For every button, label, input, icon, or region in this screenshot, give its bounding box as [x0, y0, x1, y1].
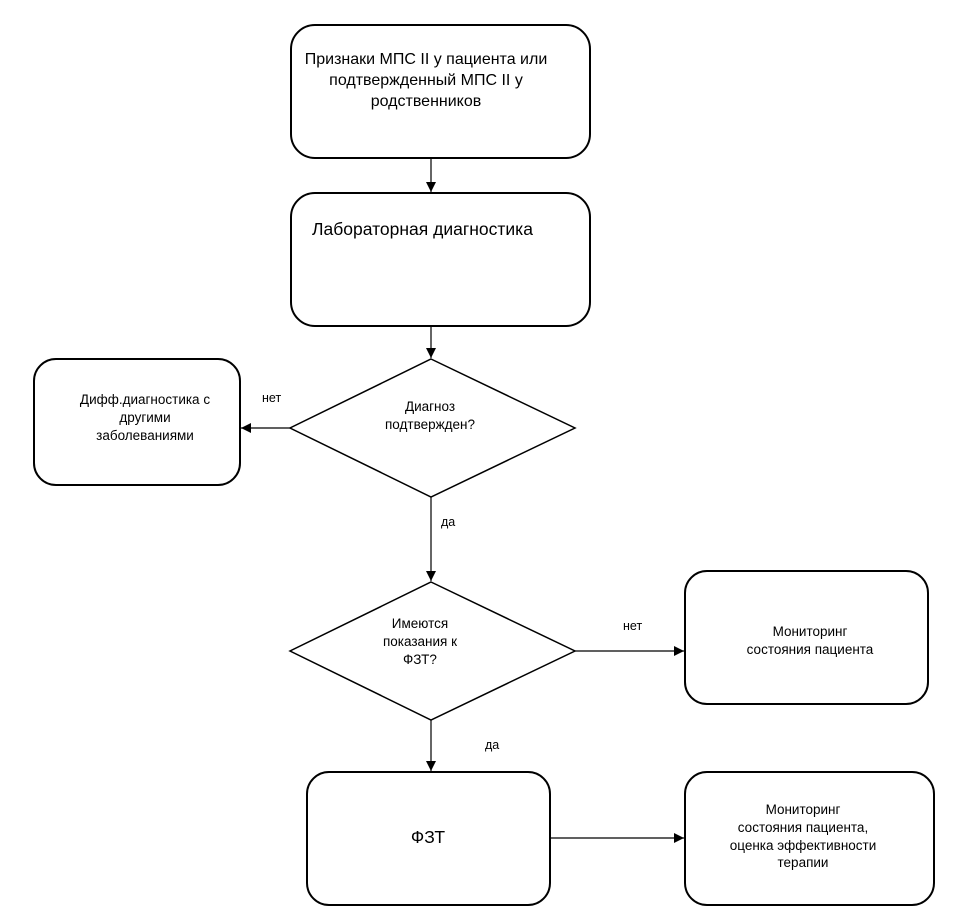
diff-line-3: заболеваниями — [96, 427, 194, 443]
edge-label-confirmed-no: нет — [262, 391, 282, 405]
monitor2-line-2: состояния пациента, — [737, 819, 869, 835]
diff-text: Дифф.диагностика с другими заболеваниями — [70, 391, 220, 444]
edge-label-indications-yes: да — [485, 738, 500, 752]
monitor1-box — [684, 570, 929, 705]
signs-text: Признаки МПС II у пациента или подтвержд… — [291, 49, 561, 112]
signs-line-1: Признаки МПС II у пациента или — [304, 51, 548, 68]
monitor1-line-1: Мониторинг — [772, 624, 848, 639]
monitor1-text: Мониторинг состояния пациента — [720, 623, 900, 659]
diff-box — [33, 358, 241, 486]
edge-label-confirmed-yes: да — [441, 515, 456, 529]
indications-line-1: Имеются — [391, 616, 449, 631]
fzt-line-1: ФЗТ — [410, 827, 446, 847]
monitor2-box — [684, 771, 935, 906]
edge-label-indications-no: нет — [623, 619, 643, 633]
diff-line-2: другими — [119, 409, 171, 425]
lab-line-1: Лабораторная диагностика — [312, 219, 533, 239]
monitor2-line-3: оценка эффективности — [729, 837, 877, 853]
signs-line-3: родственников — [370, 93, 482, 111]
signs-box — [290, 24, 591, 159]
indications-line-2: показания к — [382, 633, 458, 649]
monitor2-line-1: Мониторинг — [765, 802, 841, 817]
confirmed-line-1: Диагноз — [404, 399, 456, 414]
monitor2-text: Мониторинг состояния пациента, оценка эф… — [708, 801, 898, 872]
fzt-text: ФЗТ — [378, 826, 478, 849]
signs-line-2: подтвержденный МПС II у — [329, 72, 523, 90]
confirmed-line-2: подтвержден? — [385, 416, 475, 432]
diff-line-1: Дифф.диагностика с — [79, 392, 211, 407]
confirmed-text: Диагноз подтвержден? — [355, 398, 505, 434]
indications-line-3: ФЗТ? — [403, 651, 437, 667]
monitor2-line-4: терапии — [777, 855, 829, 871]
monitor1-line-2: состояния пациента — [746, 641, 874, 657]
lab-text: Лабораторная диагностика — [291, 218, 554, 241]
lab-box — [290, 192, 591, 327]
indications-text: Имеются показания к ФЗТ? — [345, 615, 495, 668]
